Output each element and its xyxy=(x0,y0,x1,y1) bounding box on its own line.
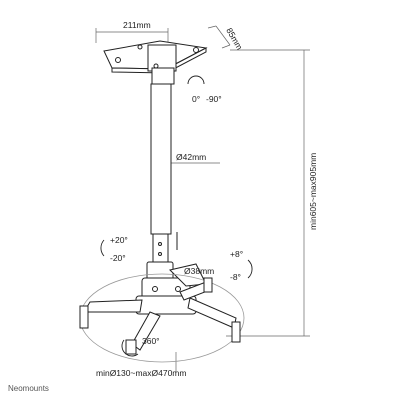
tilt-head xyxy=(135,261,207,315)
bracket-arms xyxy=(79,277,241,355)
tilt-down-label: -20° xyxy=(110,253,126,263)
brand-logo-text: Neomounts xyxy=(8,384,49,393)
joint-diameter-label: Ø38mm xyxy=(184,266,214,276)
extension-tube xyxy=(150,83,178,265)
rotate-neg90-label: -90° xyxy=(206,94,222,104)
tilt-up-label: +20° xyxy=(110,235,128,245)
plate-depth-label: 85mm xyxy=(224,26,244,51)
roll-up-label: +8° xyxy=(230,249,243,259)
swivel-label: 360° xyxy=(142,336,160,346)
tube-diameter-label: Ø42mm xyxy=(176,152,206,162)
rotate-zero-label: 0° xyxy=(192,94,200,104)
ceiling-plate xyxy=(103,40,208,85)
height-range-label: min605~max905mm xyxy=(308,153,318,230)
footprint-range-label: minØ130~maxØ470mm xyxy=(96,368,186,378)
rotation-arrows xyxy=(100,75,253,357)
plate-width-label: 211mm xyxy=(123,20,151,30)
roll-down-label: -8° xyxy=(230,272,241,282)
dimension-lines xyxy=(95,25,310,372)
